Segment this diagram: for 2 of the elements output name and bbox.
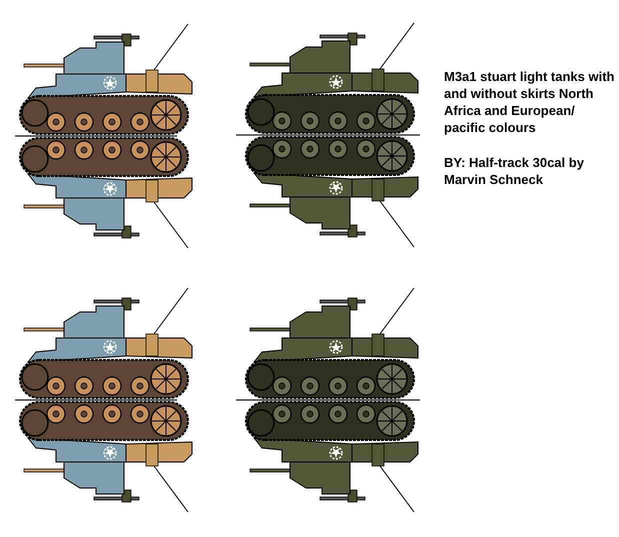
note-text: BY: Half-track 30cal by Marvin Schneck xyxy=(444,154,585,188)
note-text: M3a1 stuart light tanks with and without skirts North Africa and European/ pacific colours xyxy=(444,68,616,136)
